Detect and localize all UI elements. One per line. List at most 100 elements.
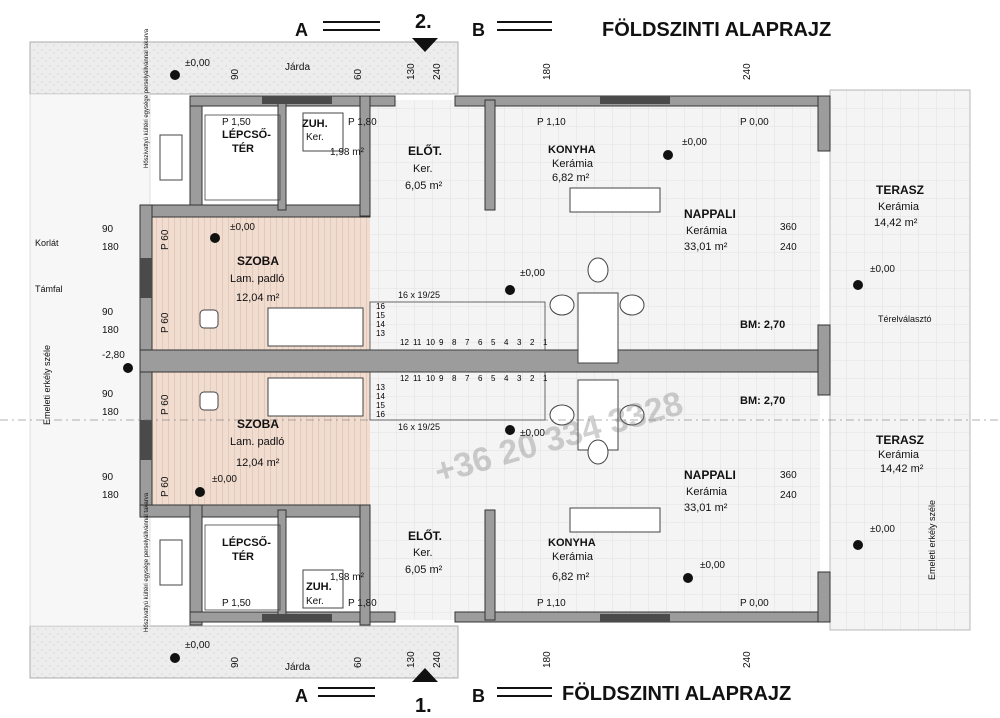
level-konyha-bottom: ±0,00 <box>700 560 725 571</box>
stair-spec-bottom: 16 x 19/25 <box>398 422 440 432</box>
room-elot-bottom-1: ELŐT. <box>408 528 442 543</box>
stair-spec-top: 16 x 19/25 <box>398 290 440 300</box>
room-elot-top-1: ELŐT. <box>408 143 442 158</box>
p60-2: P 60 <box>160 312 171 333</box>
stair-step-number: 9 <box>439 374 444 383</box>
dim-360-t: 360 <box>780 222 797 233</box>
section-b-top: B <box>472 20 485 40</box>
hoszivattyu-label-top: Hőszivattyú kültéri egysége perselyállvá… <box>144 28 150 168</box>
rooms-top: LÉPCSŐ- TÉR ZUH. Ker. 1,98 m² ELŐT. Ker.… <box>222 118 924 304</box>
erkely-left-label: Emeleti erkély széle <box>42 345 52 425</box>
dimension-labels: 90 60 130 240 180 240 90 60 130 240 180 … <box>102 63 797 668</box>
section-a-bottom: A <box>295 686 308 706</box>
room-konyha-bottom-area: 6,82 m² <box>552 571 590 583</box>
level-p150-top: P 1,50 <box>222 117 251 128</box>
room-szoba-bottom-1: SZOBA <box>237 417 279 431</box>
level-szoba-bottom: ±0,00 <box>212 474 237 485</box>
furniture <box>159 112 661 609</box>
dim-240-t: 240 <box>432 63 443 80</box>
dim-60-tl: 60 <box>353 68 364 80</box>
room-zuh-top-2: Ker. <box>306 132 324 143</box>
stair-step-number: 8 <box>452 374 457 383</box>
dim-180-l2: 180 <box>102 325 119 336</box>
room-elot-bottom-area: 6,05 m² <box>405 564 443 576</box>
korlat-label: Korlát <box>35 238 59 248</box>
room-terasz-bottom-2: Kerámia <box>878 449 920 461</box>
room-konyha-top-area: 6,82 m² <box>552 172 590 184</box>
stair-step-number: 15 <box>376 311 385 320</box>
p60-4: P 60 <box>160 476 171 497</box>
level-p150-bottom: P 1,50 <box>222 598 251 609</box>
section-b-bottom: B <box>472 686 485 706</box>
room-terasz-top-1: TERASZ <box>876 183 924 197</box>
room-nappali-bottom-2: Kerámia <box>686 486 728 498</box>
dim-180-b: 180 <box>542 651 553 668</box>
dim-90-l2: 90 <box>102 307 114 318</box>
dim-180-l4: 180 <box>102 490 119 501</box>
stair-step-number: 7 <box>465 374 470 383</box>
dim-60-bl: 60 <box>353 656 364 668</box>
dim-90-bl: 90 <box>230 656 241 668</box>
room-szoba-top-1: SZOBA <box>237 254 279 268</box>
p60-3: P 60 <box>160 394 171 415</box>
stair-step-number: 6 <box>478 338 483 347</box>
dim-90-tl: 90 <box>230 68 241 80</box>
rooms-bottom: SZOBA Lam. padló 12,04 m² TERASZ Kerámia… <box>222 417 924 607</box>
room-lepcso-bottom-2: TÉR <box>232 550 254 563</box>
room-szoba-top-2: Lam. padló <box>230 273 284 285</box>
room-konyha-bottom-1: KONYHA <box>548 537 596 549</box>
level-terasz-bottom: ±0,00 <box>870 524 895 535</box>
room-nappali-top-2: Kerámia <box>686 225 728 237</box>
south-marker-arrow <box>412 668 438 682</box>
stair-step-number: 3 <box>517 374 522 383</box>
level-markers <box>123 70 863 663</box>
top-walkway <box>29 41 459 95</box>
room-szoba-top-area: 12,04 m² <box>236 292 280 304</box>
stair-step-number: 11 <box>413 374 422 383</box>
windows <box>140 96 670 622</box>
stair-step-number: 1 <box>543 338 548 347</box>
title-top: FÖLDSZINTI ALAPRAJZ <box>602 18 831 41</box>
north-mark: 2. <box>415 11 432 33</box>
room-zuh-bottom-area: 1,98 m² <box>330 572 365 583</box>
level-stair-bottom: ±0,00 <box>520 428 545 439</box>
level-p110-bottom: P 1,10 <box>537 598 566 609</box>
room-zuh-bottom-2: Ker. <box>306 596 324 607</box>
terelvalaszto-label: Térelválasztó <box>878 314 932 324</box>
stair-step-number: 2 <box>530 374 535 383</box>
room-lepcso-bottom-1: LÉPCSŐ- <box>222 536 271 549</box>
level-szoba-top: ±0,00 <box>230 222 255 233</box>
room-konyha-top-1: KONYHA <box>548 144 596 156</box>
dim-130-t: 130 <box>406 63 417 80</box>
stair-step-number: 10 <box>426 338 435 347</box>
stair-step-number: 16 <box>376 410 385 419</box>
room-nappali-top-area: 33,01 m² <box>684 241 728 253</box>
section-a-top: A <box>295 20 308 40</box>
dim-240-b: 240 <box>432 651 443 668</box>
room-konyha-top-2: Kerámia <box>552 158 594 170</box>
stair-step-number: 2 <box>530 338 535 347</box>
room-szoba-bottom-area: 12,04 m² <box>236 457 280 469</box>
stair-step-number: 11 <box>413 338 422 347</box>
dim-240-bside: 240 <box>780 490 797 501</box>
stair-step-number: 13 <box>376 329 385 338</box>
room-terasz-top-2: Kerámia <box>878 201 920 213</box>
path-bottom-label: Járda <box>285 662 310 673</box>
stair-step-number: 1 <box>543 374 548 383</box>
room-nappali-top-1: NAPPALI <box>684 207 736 221</box>
erkely-right-label: Emeleti erkély széle <box>927 500 937 580</box>
room-lepcso-top-2: TÉR <box>232 142 254 155</box>
level-top-left: ±0,00 <box>185 58 210 69</box>
stair-step-number: 6 <box>478 374 483 383</box>
stair-step-number: 5 <box>491 338 496 347</box>
stair-step-number: 14 <box>376 392 385 401</box>
stair-step-number: 7 <box>465 338 470 347</box>
stair-step-number: 15 <box>376 401 385 410</box>
dim-240-tside: 240 <box>780 242 797 253</box>
right-terrace-area <box>829 89 971 631</box>
level-p110-top: P 1,10 <box>537 117 566 128</box>
tamfal-label: Támfal <box>35 284 63 294</box>
